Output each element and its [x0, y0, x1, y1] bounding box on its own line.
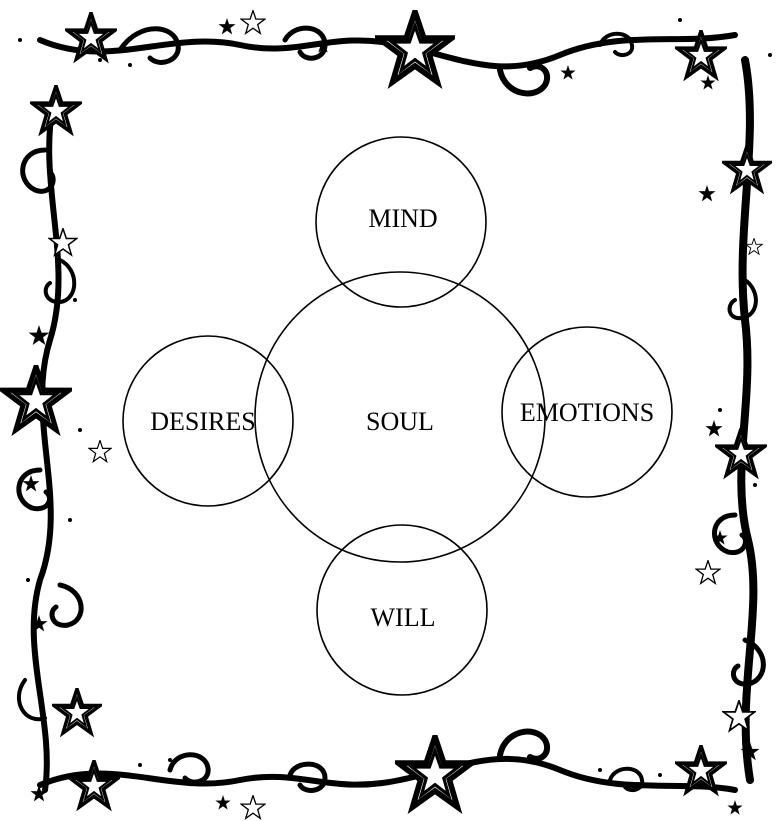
star-icon [696, 561, 720, 584]
star-icon [699, 185, 716, 201]
node-label-desires: DESIRES [150, 407, 255, 436]
swirl-icon [40, 732, 735, 791]
star-icon [398, 737, 472, 807]
star-icon [701, 75, 716, 89]
star-icon [241, 11, 265, 34]
star-icon [216, 795, 231, 809]
star-icon [746, 238, 763, 254]
star-icon [89, 440, 111, 461]
star-icon [219, 18, 236, 34]
swirl-icon [19, 95, 81, 790]
diagram-labels: SOUL MIND DESIRES EMOTIONS WILL [150, 204, 654, 632]
node-label-will: WILL [371, 603, 436, 632]
star-icon [561, 65, 576, 79]
star-icon [728, 800, 743, 814]
center-label: SOUL [366, 407, 434, 436]
star-icon [378, 12, 452, 82]
star-icon [3, 366, 69, 429]
star-icon [70, 761, 118, 807]
node-label-emotions: EMOTIONS [520, 398, 654, 427]
star-icon [241, 796, 265, 819]
star-icon [706, 420, 723, 436]
star-icon [32, 86, 80, 132]
star-icon [54, 689, 100, 733]
star-icon [29, 325, 49, 344]
node-label-mind: MIND [368, 204, 437, 233]
